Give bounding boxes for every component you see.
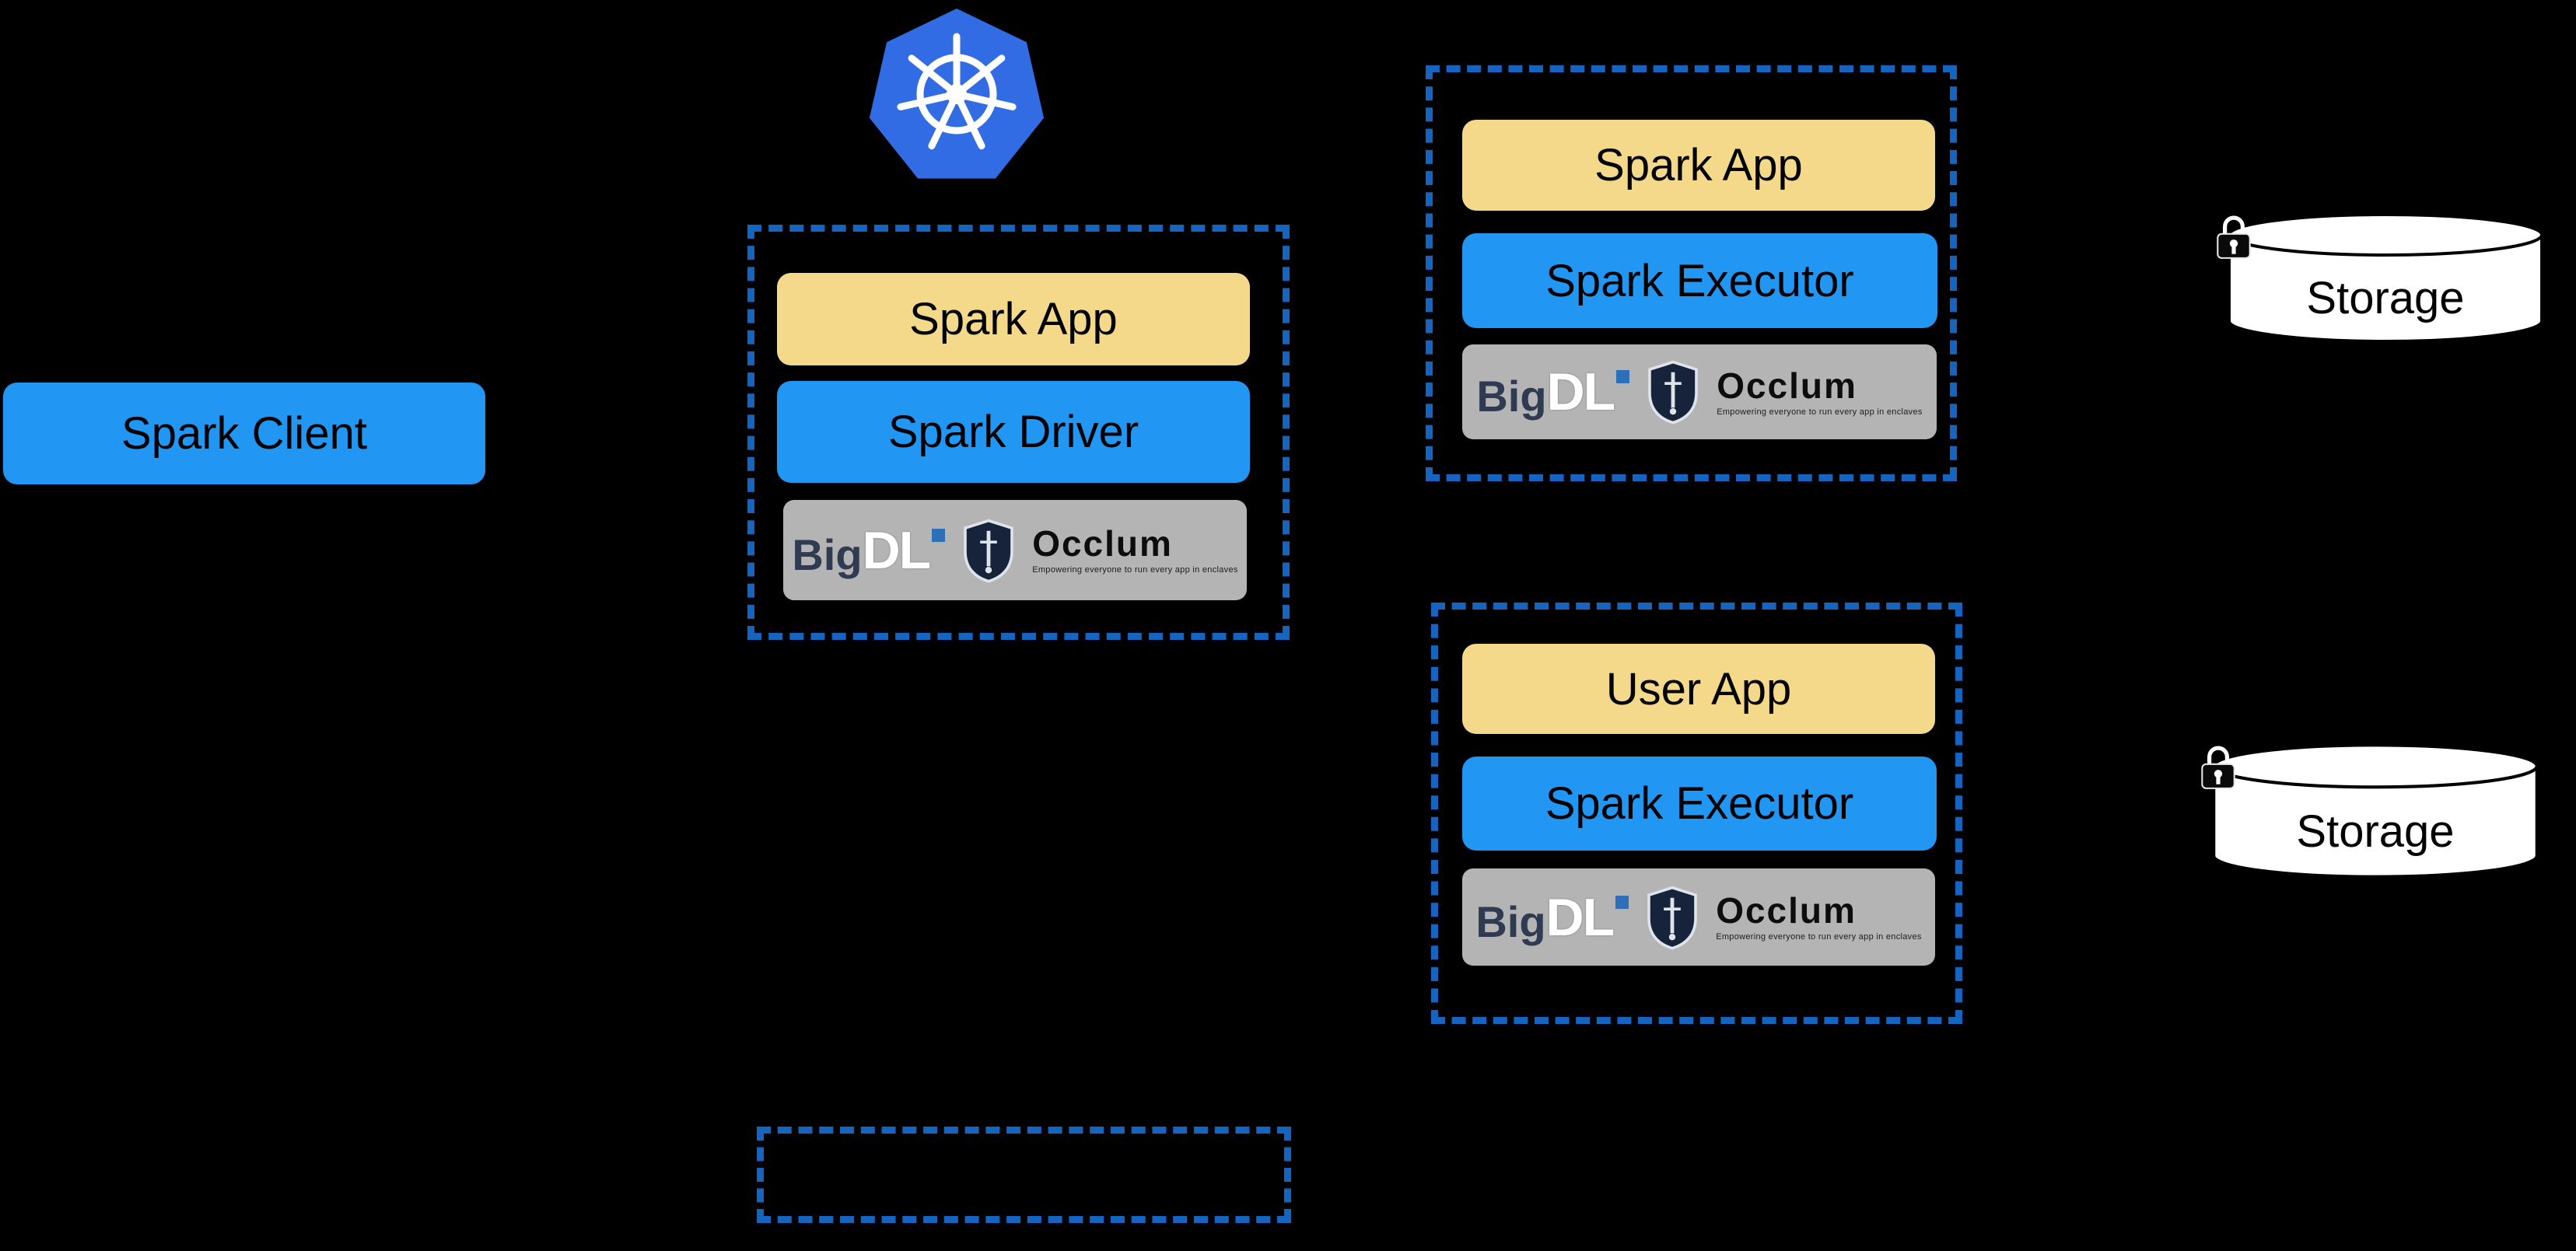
executor-pod-1-group [1426,65,1957,481]
storage-label: Storage [2306,273,2465,323]
occlum-wordmark: Occlum [1717,365,1857,406]
driver-spark-app-node: Spark App [777,273,1250,365]
bigdl-square-mark [1616,370,1630,383]
occlum-logo: Occlum Empowering everyone to run every … [1717,368,1922,417]
executor1-spark-executor-node: Spark Executor [1462,233,1937,328]
bigdl-big-text: Big [792,529,863,579]
occlum-shield-icon [1647,886,1697,949]
occlum-wordmark: Occlum [1032,523,1173,564]
occlum-shield-icon [964,519,1013,582]
bigdl-square-mark [932,528,946,542]
storage-node-1: Storage [2217,210,2548,346]
bigdl-big-text: Big [1476,372,1547,421]
bigdl-big-text: Big [1475,896,1546,946]
occlum-logo: Occlum Empowering everyone to run every … [1716,893,1921,942]
occlum-tagline: Empowering everyone to run every app in … [1716,932,1922,942]
empty-dashed-box [757,1127,1291,1223]
spark-driver-node: Spark Driver [777,381,1250,483]
occlum-logo: Occlum Empowering everyone to run every … [1032,526,1237,575]
occlum-shield-icon [1648,360,1698,425]
driver-pod-group [747,225,1290,640]
occlum-tagline: Empowering everyone to run every app in … [1032,565,1238,575]
occlum-tagline: Empowering everyone to run every app in … [1717,407,1923,417]
executor1-spark-app-node: Spark App [1462,120,1935,211]
spark-client-node: Spark Client [3,383,485,484]
database-cylinder-icon [2212,743,2539,879]
lock-icon [2201,746,2235,789]
bigdl-dl-text: DL [1546,362,1616,421]
storage-label: Storage [2296,805,2455,857]
kubernetes-icon [869,9,1045,179]
executor-pod-2-group [1431,603,1962,1024]
occlum-wordmark: Occlum [1716,890,1857,931]
bigdl-dl-text: DL [862,520,932,580]
executor2-spark-executor-node: Spark Executor [1462,757,1937,851]
lock-icon [2217,215,2251,259]
bigdl-dl-text: DL [1545,887,1615,947]
bigdl-square-mark [1615,895,1629,909]
executor2-user-app-node: User App [1462,644,1935,734]
storage-node-2: Storage [2201,740,2543,882]
